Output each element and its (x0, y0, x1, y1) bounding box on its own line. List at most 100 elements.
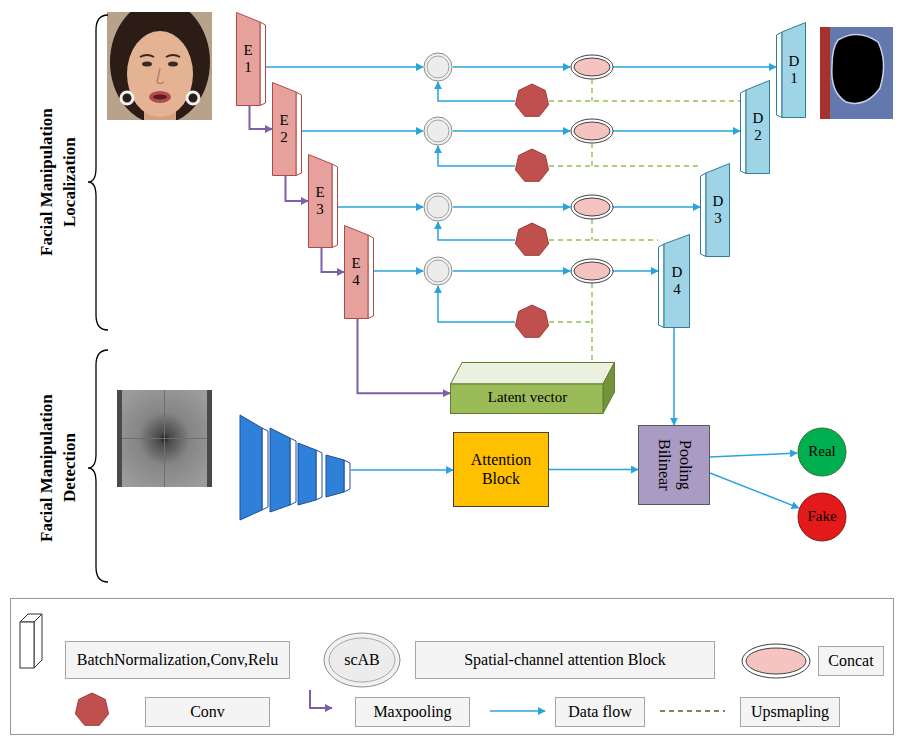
node-label: E 1 (243, 42, 252, 77)
slab-front (237, 13, 261, 106)
brow (140, 55, 154, 57)
conv-heptagon (515, 305, 548, 337)
latent-vector-block: Latent vector (450, 362, 615, 414)
scab-circles (424, 53, 452, 285)
legend-item: Data flow (555, 697, 645, 727)
legend-scab-symbol-inner (329, 638, 395, 682)
spectrum-border (207, 390, 212, 487)
legend-item: Upsmapling (740, 697, 840, 727)
connector-arrow (710, 473, 799, 508)
slab-side (368, 235, 374, 319)
legend-label: Upsmapling (751, 703, 829, 721)
mouth (149, 91, 171, 103)
scab-circle-inner (427, 196, 449, 218)
slab-side (659, 244, 665, 328)
encoder-block: E 2 (272, 82, 302, 176)
connector-arrow (322, 248, 345, 272)
slab-side (332, 164, 338, 248)
data-flow-wire (453, 206, 570, 208)
hair (110, 12, 210, 120)
section-brace (88, 15, 108, 330)
scab-circle-inner (427, 260, 449, 282)
legend-item: Maxpooling (355, 697, 470, 727)
concat-ellipse (571, 259, 613, 283)
mask-edge (820, 27, 830, 119)
prism-side (603, 363, 615, 414)
conv-heptagon (515, 149, 548, 181)
scab-circle-inner (427, 120, 449, 142)
cnn-slab-side (344, 460, 350, 492)
eye (168, 62, 178, 67)
legend-conv-symbol (75, 693, 108, 725)
slab-front (664, 235, 690, 328)
slab-front (273, 83, 297, 176)
scab-circle (424, 53, 452, 81)
earring (121, 92, 133, 104)
data-flow-wire (613, 206, 700, 208)
upsampling-wire (549, 219, 658, 240)
legend-label: Concat (828, 652, 873, 670)
data-flow-wire (438, 222, 515, 240)
legend-item: Conv (145, 697, 270, 727)
legend-maxpool-symbol (310, 690, 332, 708)
concat-ellipses (571, 55, 613, 283)
node-label: E 3 (315, 184, 324, 219)
slab-front (782, 23, 806, 118)
data-flow-wire (302, 130, 423, 132)
node-shape (638, 425, 710, 505)
spectrum-border (117, 390, 122, 487)
node-label: Latent vector (488, 389, 568, 406)
legend-label: Spatial-channel attention Block (464, 651, 666, 669)
data-flow-wire (453, 270, 570, 272)
pooling-block: Bilinear Pooling (638, 425, 710, 505)
cnn-slab (270, 428, 290, 512)
legend-item: Concat (818, 646, 884, 676)
legend-item: BatchNormalization,Conv,Relu (65, 641, 290, 679)
encoder-block: E 1 (236, 12, 266, 106)
encoder-block: E 3 (308, 154, 338, 248)
conv-heptagon (515, 84, 548, 116)
node-label: Bilinear Pooling (653, 432, 695, 498)
mask-background (820, 27, 893, 119)
data-flow-wire (338, 206, 423, 208)
eye (142, 62, 152, 67)
upsampling-wire (549, 143, 700, 166)
data-flow-wire (266, 66, 423, 68)
slab-side (260, 22, 266, 106)
box-outline (454, 433, 549, 507)
connector-arrow (286, 176, 309, 201)
slab-front (345, 226, 369, 319)
connector-arrow (673, 328, 675, 425)
legend-symbol-label: scAB (344, 651, 380, 669)
upsampling-wire (549, 79, 740, 101)
data-flow-wire (438, 82, 515, 101)
node-label: Attention Block (462, 451, 540, 488)
decoder-block: D 2 (740, 80, 770, 174)
attention-block: Attention Block (453, 432, 549, 507)
node-label: E 4 (351, 255, 360, 290)
data-flow-wire (374, 270, 423, 272)
input-face-image (107, 12, 212, 120)
prism-front (451, 384, 604, 414)
legend-frame (11, 599, 894, 735)
node-label: D 4 (672, 264, 683, 299)
legend-upsampling-symbol (660, 710, 725, 712)
legend-label: Conv (190, 703, 225, 721)
slab-side (777, 32, 783, 118)
scab-circle (424, 117, 452, 145)
node-label: D 1 (789, 53, 800, 88)
legend-label: BatchNormalization,Conv,Relu (77, 651, 279, 669)
face (127, 31, 193, 117)
legend-label: Maxpooling (373, 703, 451, 721)
connector-arrow (710, 453, 797, 457)
cnn-slab-side (262, 428, 268, 510)
scab-circle-inner (427, 56, 449, 78)
section-label: Facial Manipulation Detection (36, 368, 82, 568)
legend-item: Spatial-channel attention Block (415, 641, 715, 679)
circle-outline (798, 493, 846, 541)
decoder-block: D 3 (700, 163, 730, 257)
node-label: D 3 (713, 193, 724, 228)
upsampling-wires (549, 79, 740, 362)
earring (187, 92, 199, 104)
